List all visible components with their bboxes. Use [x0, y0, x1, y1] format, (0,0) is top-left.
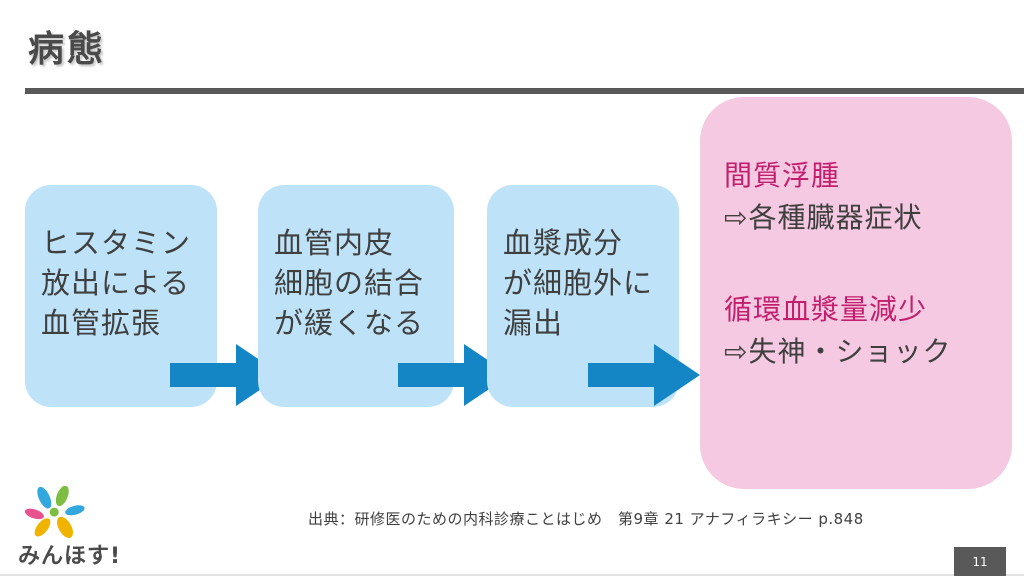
right-arrow-icon: [398, 344, 510, 406]
right-arrow-icon: [170, 344, 282, 406]
page-title: 病態: [28, 29, 107, 70]
flow-step-2-label: 血管内皮 細胞の結合 が緩くなる: [274, 226, 425, 341]
page-number-badge: 11: [954, 547, 1006, 576]
result-line-interstitial-edema: 間質浮腫: [724, 159, 841, 192]
result-line-plasma-volume: 循環血漿量減少: [724, 293, 928, 326]
result-panel: 間質浮腫 ⇨各種臓器症状 循環血漿量減少 ⇨失神・ショック: [700, 97, 1012, 489]
flow-step-3-label: 血漿成分 が細胞外に 漏出: [503, 226, 654, 341]
flow-step-2: 血管内皮 細胞の結合 が緩くなる: [258, 185, 454, 407]
logo-wordmark: みんほす!: [18, 544, 122, 569]
result-line-shock: ⇨失神・ショック: [724, 335, 952, 368]
result-line-organ-symptoms: ⇨各種臓器症状: [724, 201, 923, 234]
logo-flower-icon: [24, 486, 85, 539]
source-citation: 出典：研修医のための内科診療ことはじめ 第9章 21 アナフィラキシー p.84…: [308, 510, 864, 528]
flow-step-1-label: ヒスタミン 放出による 血管拡張: [41, 226, 192, 341]
logo: みんほす!: [18, 486, 148, 570]
result-spacer: [724, 239, 1002, 289]
flow-step-1: ヒスタミン 放出による 血管拡張: [25, 185, 217, 407]
title-divider: [25, 88, 1024, 94]
right-arrow-icon: [588, 344, 700, 406]
